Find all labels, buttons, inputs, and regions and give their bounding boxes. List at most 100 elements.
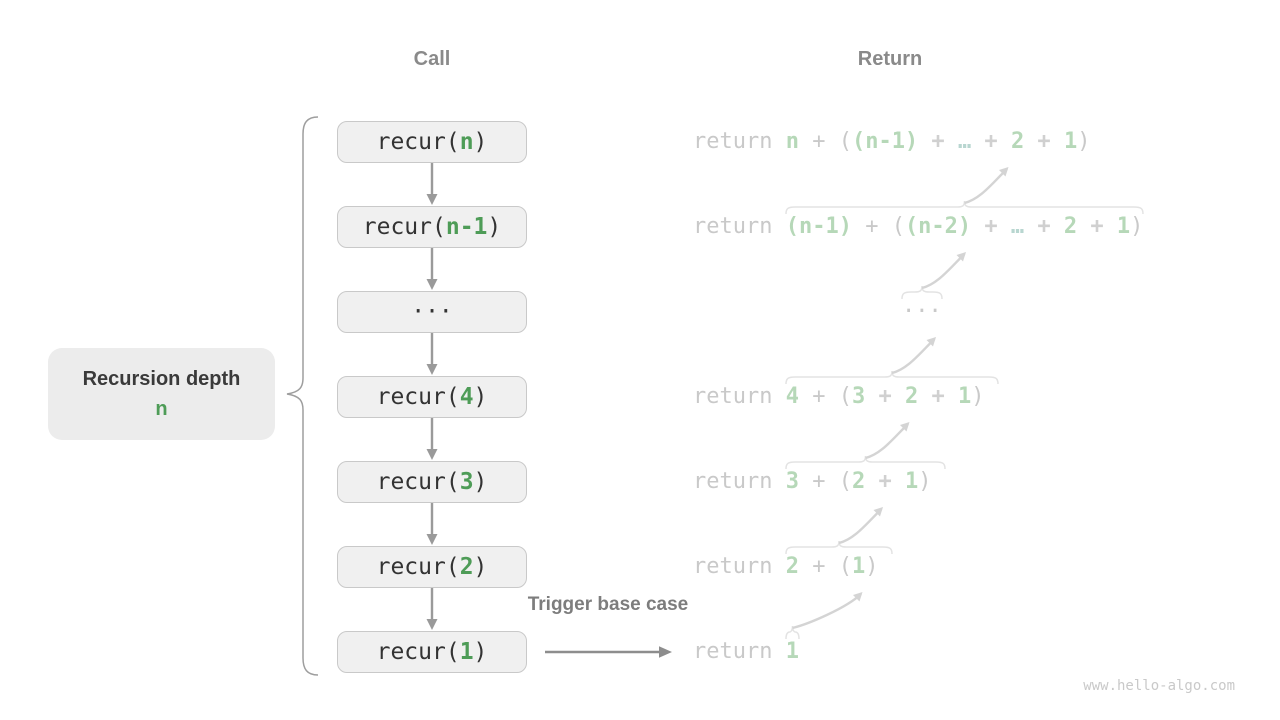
call-box-recur-3: recur(3)	[337, 461, 527, 503]
code-segment: 3	[785, 469, 799, 494]
recursion-depth-brace	[286, 116, 319, 676]
code-segment: 2	[851, 469, 866, 494]
call-flow-arrowhead	[426, 279, 438, 290]
return-row-return-1: return 1	[693, 637, 799, 667]
code-segment: +	[865, 384, 905, 409]
code-segment: 2	[1010, 129, 1025, 154]
return-arrow	[921, 253, 966, 290]
code-segment: +	[918, 384, 958, 409]
code-segment: 2	[459, 554, 474, 580]
code-segment: return	[693, 214, 786, 239]
call-box-recur-4: recur(4)	[337, 376, 527, 418]
call-flow-arrowhead	[426, 534, 438, 545]
call-flow-arrowhead	[426, 619, 438, 630]
code-segment: recur(	[362, 214, 446, 240]
code-segment: recur(	[376, 469, 460, 495]
return-row-return-4: return 4 + (3 + 2 + 1)	[693, 382, 984, 412]
code-segment: n-1	[445, 214, 488, 240]
code-segment: + (	[798, 469, 852, 494]
return-arrow	[891, 338, 936, 375]
code-segment: 2	[785, 554, 799, 579]
code-segment: 4	[459, 384, 474, 410]
code-segment: return	[693, 639, 786, 664]
recursion-depth-value: n	[155, 397, 168, 420]
code-segment: 1	[1116, 214, 1131, 239]
code-segment: )	[971, 384, 985, 409]
code-segment: 1	[851, 554, 866, 579]
code-segment: 1	[459, 639, 474, 665]
return-row-return-3: return 3 + (2 + 1)	[693, 467, 931, 497]
call-column-header: Call	[413, 48, 451, 70]
code-segment: 1	[957, 384, 972, 409]
code-segment: 4	[785, 384, 799, 409]
call-box-dots: ···	[337, 291, 527, 333]
code-segment: 1	[1063, 129, 1078, 154]
code-segment: +	[918, 129, 958, 154]
return-column-header: Return	[857, 48, 923, 70]
return-arrowhead	[956, 252, 966, 262]
code-segment: 2	[904, 384, 919, 409]
return-row-return-n-1: return (n-1) + ((n-2) + … + 2 + 1)	[693, 212, 1143, 242]
code-segment: recur(	[376, 129, 460, 155]
code-segment: return	[693, 554, 786, 579]
code-segment: )	[473, 129, 488, 155]
code-segment: ···	[411, 299, 453, 325]
return-row-dots: ···	[902, 297, 942, 327]
code-segment: (n-2)	[904, 214, 972, 239]
call-box-recur-1: recur(1)	[337, 631, 527, 673]
code-segment: +	[1024, 214, 1064, 239]
code-segment: +	[971, 129, 1011, 154]
code-segment: )	[473, 554, 488, 580]
code-segment: )	[1130, 214, 1144, 239]
code-segment: (n-1)	[851, 129, 919, 154]
watermark-url: www.hello-algo.com	[1083, 678, 1235, 694]
return-arrowhead	[900, 422, 910, 432]
code-segment: 1	[785, 639, 799, 664]
trigger-arrowhead	[659, 646, 672, 658]
code-segment: +	[1024, 129, 1064, 154]
return-row-return-2: return 2 + (1)	[693, 552, 878, 582]
call-flow-arrowhead	[426, 449, 438, 460]
code-segment: 1	[904, 469, 919, 494]
return-arrowhead	[999, 167, 1009, 177]
code-segment: + (	[798, 129, 852, 154]
return-arrow	[964, 168, 1008, 205]
code-segment: n	[785, 129, 799, 154]
return-arrowhead	[926, 337, 936, 347]
code-segment: +	[1077, 214, 1117, 239]
code-segment: +	[971, 214, 1011, 239]
code-segment: return	[693, 129, 786, 154]
code-segment: return	[693, 469, 786, 494]
recursion-depth-label: Recursion depth n	[48, 348, 275, 440]
return-row-return-n: return n + ((n-1) + … + 2 + 1)	[693, 127, 1090, 157]
code-segment: n	[459, 129, 474, 155]
return-arrow	[792, 593, 862, 630]
code-segment: )	[918, 469, 932, 494]
call-flow-arrowhead	[426, 364, 438, 375]
code-segment: + (	[798, 384, 852, 409]
recursion-depth-text: Recursion depth	[82, 367, 241, 390]
code-segment: )	[473, 469, 488, 495]
return-arrow	[865, 423, 909, 460]
code-segment: )	[487, 214, 502, 240]
code-segment: 3	[851, 384, 866, 409]
code-segment: + (	[798, 554, 852, 579]
call-box-recur-n-1: recur(n-1)	[337, 206, 527, 248]
call-flow-arrowhead	[426, 194, 438, 205]
call-box-recur-n: recur(n)	[337, 121, 527, 163]
return-arrowhead	[873, 507, 883, 517]
call-box-recur-2: recur(2)	[337, 546, 527, 588]
trigger-base-case-label: Trigger base case	[527, 594, 689, 615]
code-segment: recur(	[376, 639, 460, 665]
code-segment: 3	[459, 469, 474, 495]
code-segment: )	[473, 639, 488, 665]
code-segment: …	[1010, 214, 1025, 239]
code-segment: )	[865, 554, 879, 579]
code-segment: 2	[1063, 214, 1078, 239]
code-segment: (n-1)	[785, 214, 852, 239]
code-segment: return	[693, 384, 786, 409]
code-segment: )	[1077, 129, 1091, 154]
code-segment: recur(	[376, 384, 460, 410]
code-segment: recur(	[376, 554, 460, 580]
